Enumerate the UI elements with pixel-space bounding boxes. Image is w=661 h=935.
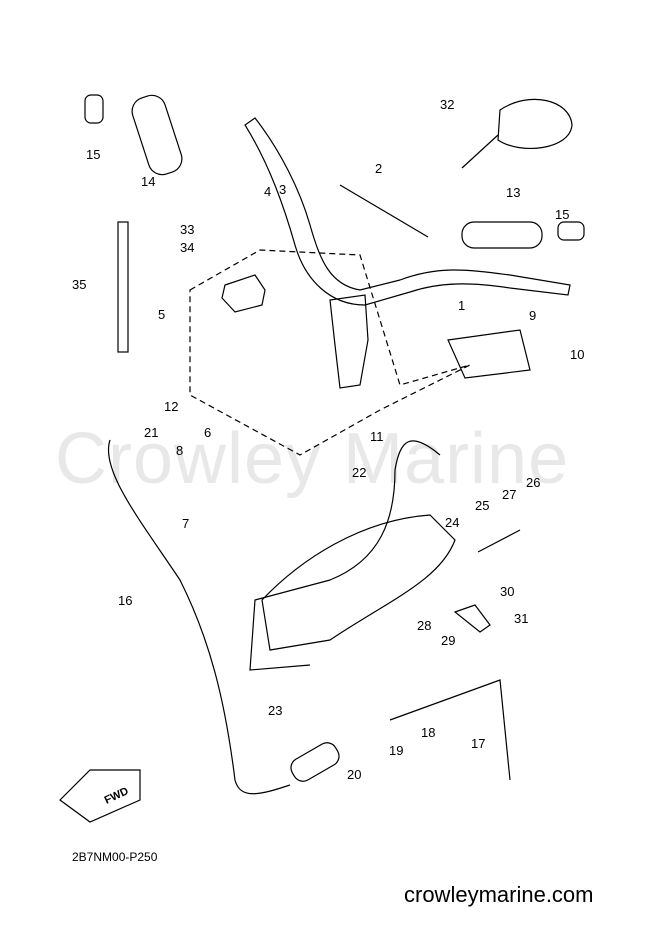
crankcase-cover <box>261 514 456 651</box>
callout-32: 32 <box>440 97 455 112</box>
rod <box>339 184 429 238</box>
callout-33: 33 <box>180 222 195 237</box>
bar-end-right <box>557 221 585 241</box>
callout-24: 24 <box>445 515 460 530</box>
callout-17: 17 <box>471 736 486 751</box>
callout-15b: 15 <box>555 207 570 222</box>
callout-13: 13 <box>506 185 521 200</box>
spring <box>477 529 521 553</box>
watermark: Crowley Marine <box>55 419 570 499</box>
callout-15a: 15 <box>86 147 101 162</box>
callout-31: 31 <box>514 611 529 626</box>
speed-cable <box>389 679 511 781</box>
bracket <box>453 604 491 633</box>
diagram-code: 2B7NM00-P250 <box>72 850 158 864</box>
callout-11: 11 <box>370 429 384 444</box>
callout-30: 30 <box>500 584 515 599</box>
callout-4: 4 <box>264 184 272 199</box>
holder-cover <box>447 329 531 379</box>
mirror <box>497 98 573 150</box>
callout-14: 14 <box>141 174 156 189</box>
fwd-arrow <box>59 769 141 823</box>
callout-19: 19 <box>389 743 404 758</box>
callout-3: 3 <box>279 182 287 197</box>
callout-10: 10 <box>570 347 585 362</box>
brake-cable <box>249 440 441 671</box>
callout-34: 34 <box>180 240 195 255</box>
callout-35: 35 <box>72 277 87 292</box>
throttle-cable <box>107 439 291 795</box>
callout-28: 28 <box>417 618 432 633</box>
site-name: crowleymarine.com <box>404 882 594 907</box>
callout-1: 1 <box>458 298 466 313</box>
callout-18: 18 <box>421 725 436 740</box>
steering-column <box>329 294 369 389</box>
left-grip <box>131 94 183 176</box>
callout-7: 7 <box>182 516 190 531</box>
callout-2: 2 <box>375 161 383 176</box>
callout-27: 27 <box>502 487 517 502</box>
callout-25: 25 <box>475 498 490 513</box>
cable-tie <box>117 221 129 353</box>
callout-12: 12 <box>164 399 179 414</box>
callout-26: 26 <box>526 475 541 490</box>
handlebar-holder <box>221 274 266 313</box>
callout-29: 29 <box>441 633 456 648</box>
callout-22: 22 <box>352 465 367 480</box>
throttle-grip <box>290 742 340 782</box>
callout-23: 23 <box>268 703 283 718</box>
callout-9: 9 <box>529 308 537 323</box>
callout-8: 8 <box>176 443 184 458</box>
handlebar <box>244 117 571 306</box>
bar-end-left <box>84 94 104 124</box>
callout-5: 5 <box>158 307 166 322</box>
right-grip <box>461 221 543 249</box>
callout-6: 6 <box>204 425 212 440</box>
callout-21: 21 <box>144 425 159 440</box>
callout-20: 20 <box>347 767 362 782</box>
callout-16: 16 <box>118 593 133 608</box>
